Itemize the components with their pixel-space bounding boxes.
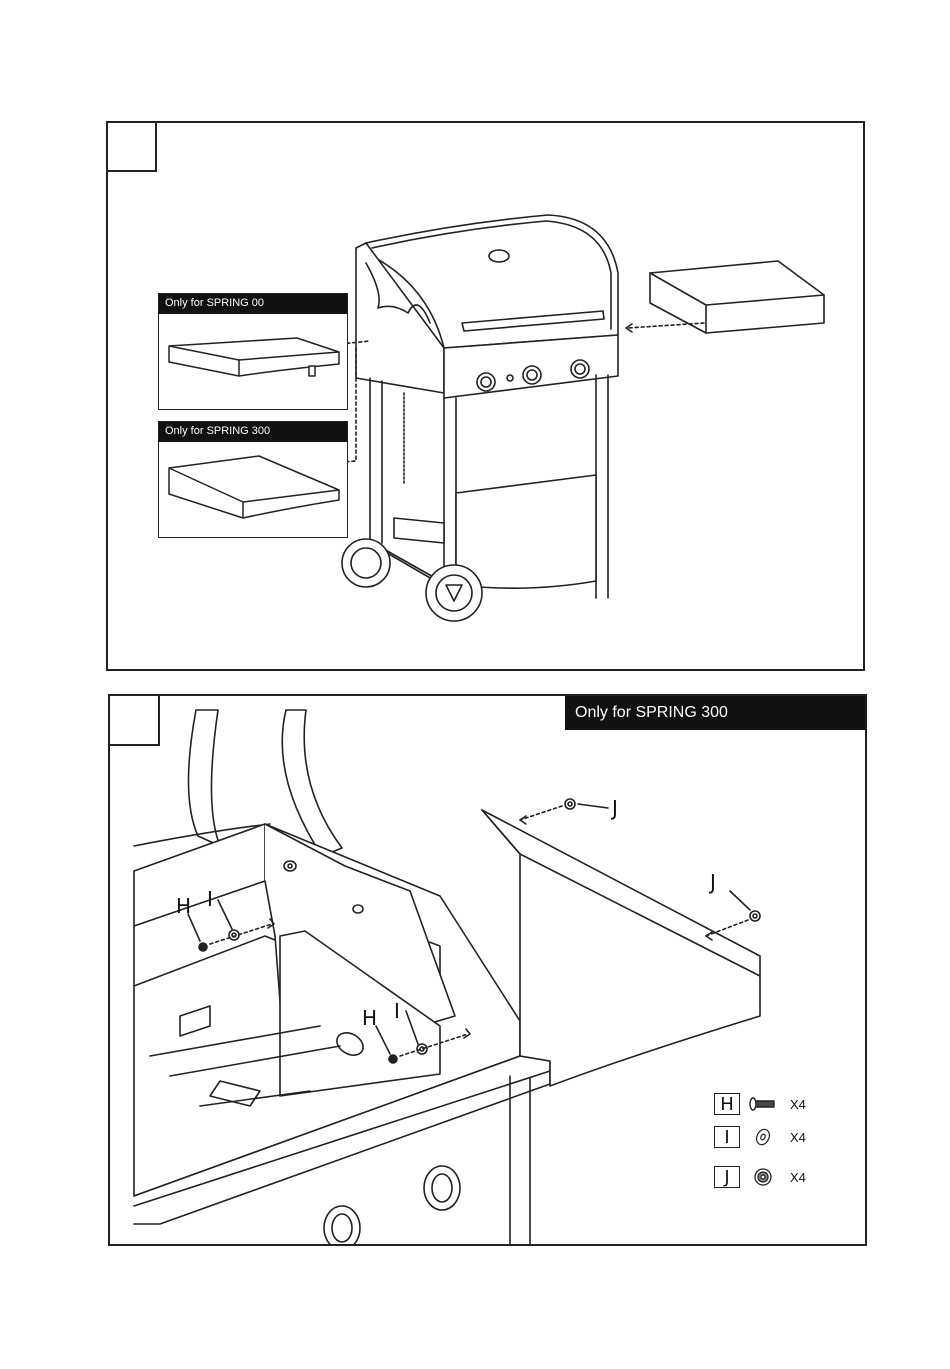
legend-qty: X4 bbox=[790, 1097, 806, 1112]
washer-icon bbox=[746, 1126, 780, 1148]
shelf-illustration bbox=[159, 294, 348, 410]
legend-row-i: I X4 bbox=[714, 1126, 806, 1148]
nut-icon bbox=[746, 1166, 780, 1188]
legend-qty: X4 bbox=[790, 1170, 806, 1185]
step-panel-1: Only for SPRING 00 Only for SPRING 300 bbox=[106, 121, 865, 671]
inset-shelf-spring-00: Only for SPRING 00 bbox=[158, 293, 348, 410]
nut-j bbox=[750, 911, 760, 921]
screw-icon bbox=[746, 1093, 780, 1115]
callout-j-right: J bbox=[710, 872, 716, 892]
wheel-right bbox=[426, 565, 482, 621]
wheel-left bbox=[342, 539, 390, 587]
callout-h-right: H bbox=[362, 1008, 377, 1028]
nut-j bbox=[565, 799, 575, 809]
callout-i-left: I bbox=[207, 889, 213, 909]
legend-row-h: H X4 bbox=[714, 1093, 806, 1115]
grill-lid-open bbox=[188, 710, 220, 846]
callout-i-right: I bbox=[394, 1001, 400, 1021]
legend-letter: H bbox=[714, 1093, 740, 1115]
legend-qty: X4 bbox=[790, 1130, 806, 1145]
callout-h-left: H bbox=[176, 896, 191, 916]
shelf-illustration bbox=[159, 422, 348, 538]
legend-letter: J bbox=[714, 1166, 740, 1188]
legend-row-j: J X4 bbox=[714, 1166, 806, 1188]
control-knob bbox=[324, 1206, 360, 1246]
legend-letter: I bbox=[714, 1126, 740, 1148]
callout-j-top: J bbox=[612, 798, 618, 818]
control-knob bbox=[424, 1166, 460, 1210]
inset-shelf-spring-300: Only for SPRING 300 bbox=[158, 421, 348, 538]
side-shelf bbox=[482, 810, 760, 1086]
shelf-mounting-illustration bbox=[110, 696, 867, 1246]
step-panel-2: Only for SPRING 300 bbox=[108, 694, 867, 1246]
